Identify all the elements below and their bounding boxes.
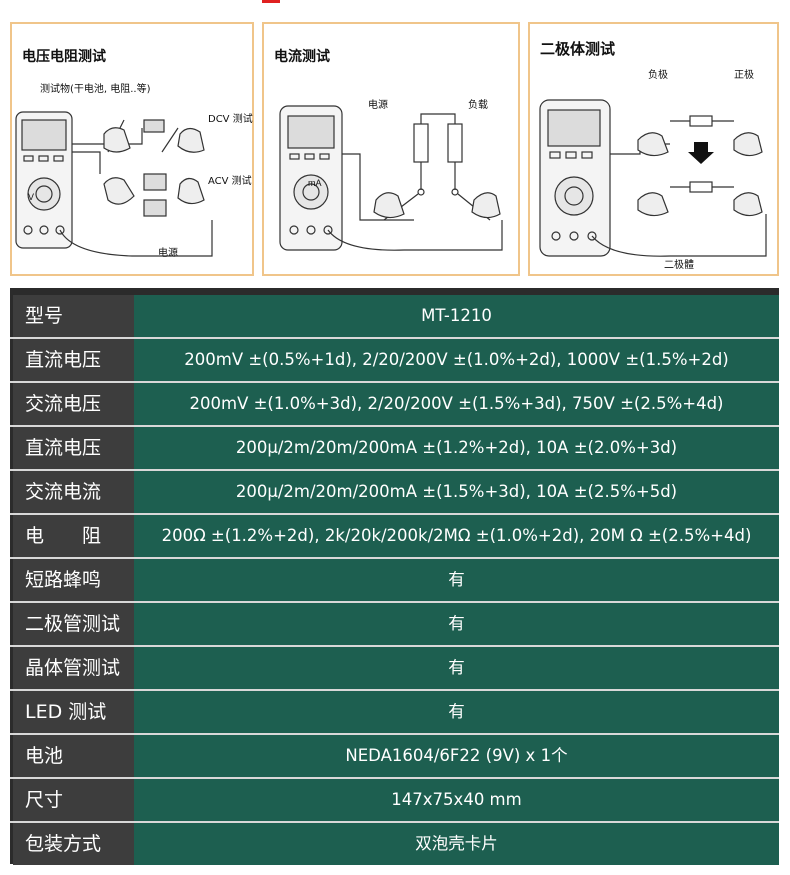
spec-value: MT-1210 bbox=[134, 295, 779, 337]
voltage-test-illustration: V bbox=[15, 111, 213, 257]
table-row: LED 测试 有 bbox=[10, 691, 779, 733]
diagram-voltage-resistance: 电压电阻测试 V 测试物(干电池, 电阻..等) DCV 测试 ACV 测试 电… bbox=[10, 22, 254, 276]
meter-mode-label: V bbox=[28, 192, 34, 202]
spec-value: 双泡壳卡片 bbox=[134, 823, 779, 865]
spec-value: 200Ω ±(1.2%+2d), 2k/20k/200k/2MΩ ±(1.0%+… bbox=[134, 515, 779, 557]
table-row: 二极管测试 有 bbox=[10, 603, 779, 645]
diagram-note: ACV 测试 bbox=[208, 176, 252, 187]
table-row: 交流电压 200mV ±(1.0%+3d), 2/20/200V ±(1.5%+… bbox=[10, 383, 779, 425]
diagram-note: 测试物(干电池, 电阻..等) bbox=[40, 84, 151, 95]
diagram-note: DCV 测试 bbox=[208, 114, 253, 125]
table-row: 型号 MT-1210 bbox=[10, 295, 779, 337]
diagram-current: 电流测试 mA 电源 负载 bbox=[262, 22, 520, 276]
current-test-illustration: mA bbox=[279, 105, 503, 251]
spec-value: 200μ/2m/20m/200mA ±(1.2%+2d), 10A ±(2.0%… bbox=[134, 427, 779, 469]
diagram-title: 二极体测试 bbox=[540, 40, 616, 58]
table-row: 尺寸 147x75x40 mm bbox=[10, 779, 779, 821]
spec-label: 电 阻 bbox=[13, 515, 134, 557]
table-row: 电 阻 200Ω ±(1.2%+2d), 2k/20k/200k/2MΩ ±(1… bbox=[10, 515, 779, 557]
row-divider bbox=[10, 689, 779, 691]
spec-value: 200mV ±(0.5%+1d), 2/20/200V ±(1.0%+2d), … bbox=[134, 339, 779, 381]
spec-value: 200μ/2m/20m/200mA ±(1.5%+3d), 10A ±(2.5%… bbox=[134, 471, 779, 513]
row-divider bbox=[10, 821, 779, 823]
diagram-note: 负极 bbox=[648, 70, 668, 81]
spec-label: 二极管测试 bbox=[13, 603, 134, 645]
spec-value: 200mV ±(1.0%+3d), 2/20/200V ±(1.5%+3d), … bbox=[134, 383, 779, 425]
row-divider bbox=[10, 469, 779, 471]
row-divider bbox=[10, 601, 779, 603]
spec-label: LED 测试 bbox=[13, 691, 134, 733]
meter-mode-label: mA bbox=[308, 178, 322, 188]
row-divider bbox=[10, 337, 779, 339]
row-divider bbox=[10, 425, 779, 427]
row-divider bbox=[10, 777, 779, 779]
table-row: 交流电流 200μ/2m/20m/200mA ±(1.5%+3d), 10A ±… bbox=[10, 471, 779, 513]
spec-value: 有 bbox=[134, 647, 779, 689]
top-accent-bar bbox=[262, 0, 280, 3]
table-row: 晶体管测试 有 bbox=[10, 647, 779, 689]
row-divider bbox=[10, 645, 779, 647]
diagram-note: 正极 bbox=[734, 70, 754, 81]
spec-value: 有 bbox=[134, 559, 779, 601]
spec-value: 147x75x40 mm bbox=[134, 779, 779, 821]
spec-label: 短路蜂鸣 bbox=[13, 559, 134, 601]
spec-label: 型号 bbox=[13, 295, 134, 337]
diagram-title: 电压电阻测试 bbox=[22, 49, 106, 65]
diode-test-illustration bbox=[539, 99, 767, 257]
row-divider bbox=[10, 513, 779, 515]
spec-label: 电池 bbox=[13, 735, 134, 777]
table-row: 直流电压 200μ/2m/20m/200mA ±(1.2%+2d), 10A ±… bbox=[10, 427, 779, 469]
diagram-note: 电源 bbox=[368, 100, 388, 111]
diagram-note: 二极體 bbox=[664, 260, 694, 271]
table-row: 短路蜂鸣 有 bbox=[10, 559, 779, 601]
diagram-note: 电源 bbox=[158, 248, 178, 259]
row-divider bbox=[10, 381, 779, 383]
spec-label: 交流电流 bbox=[13, 471, 134, 513]
row-divider bbox=[10, 557, 779, 559]
down-arrow-icon bbox=[688, 142, 714, 164]
spec-value: NEDA1604/6F22 (9V) x 1个 bbox=[134, 735, 779, 777]
diagram-note: 负载 bbox=[468, 100, 488, 111]
table-row: 包装方式 双泡壳卡片 bbox=[10, 823, 779, 865]
spec-value: 有 bbox=[134, 691, 779, 733]
table-row: 直流电压 200mV ±(0.5%+1d), 2/20/200V ±(1.0%+… bbox=[10, 339, 779, 381]
spec-label: 交流电压 bbox=[13, 383, 134, 425]
table-row: 电池 NEDA1604/6F22 (9V) x 1个 bbox=[10, 735, 779, 777]
spec-label: 直流电压 bbox=[13, 339, 134, 381]
row-divider bbox=[10, 733, 779, 735]
diagram-title: 电流测试 bbox=[274, 49, 330, 65]
diagram-diode: 二极体测试 负极 正极 二极體 bbox=[528, 22, 779, 276]
spec-value: 有 bbox=[134, 603, 779, 645]
spec-label: 尺寸 bbox=[13, 779, 134, 821]
spec-label: 包装方式 bbox=[13, 823, 134, 865]
spec-table: 型号 MT-1210 直流电压 200mV ±(0.5%+1d), 2/20/2… bbox=[10, 288, 779, 865]
spec-label: 直流电压 bbox=[13, 427, 134, 469]
spec-label: 晶体管测试 bbox=[13, 647, 134, 689]
